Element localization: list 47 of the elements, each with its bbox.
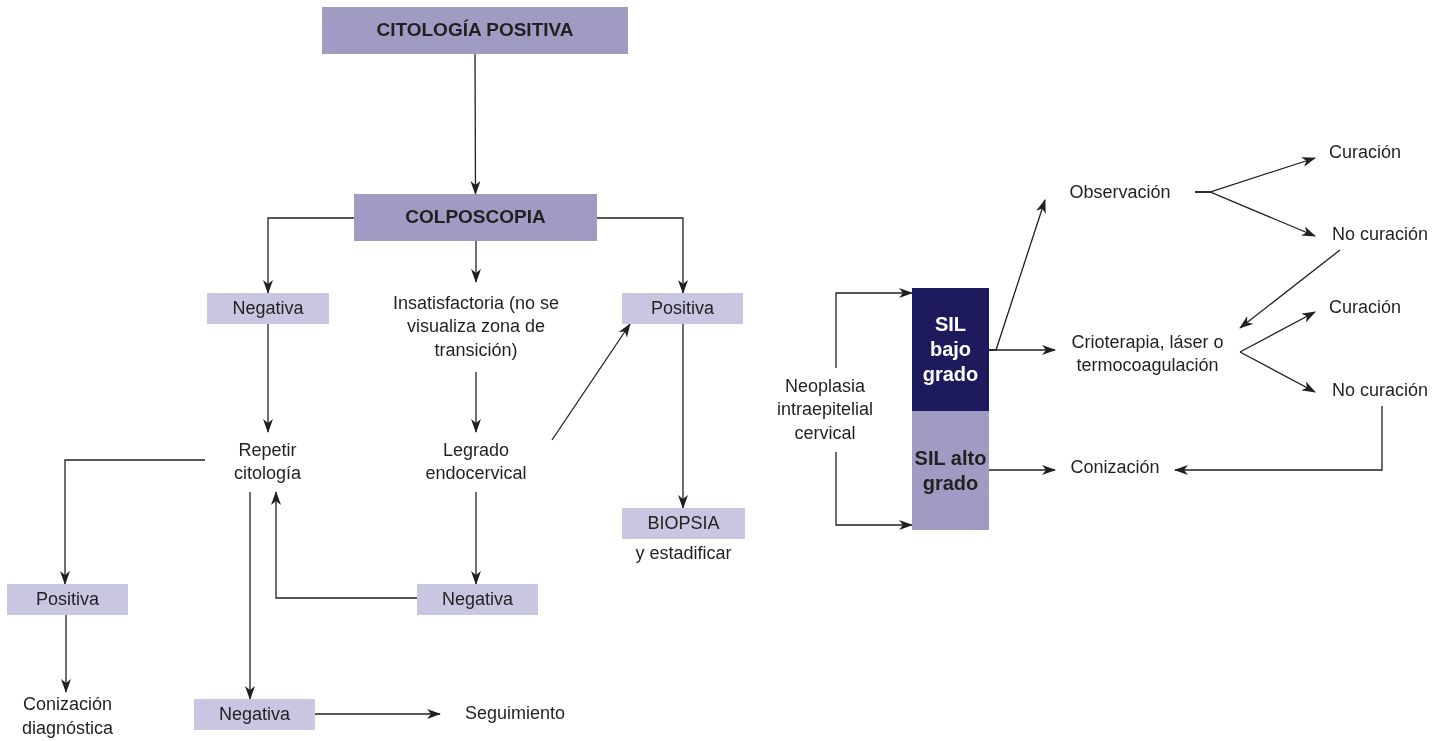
- grade-box: SIL alto grado: [912, 411, 989, 530]
- arrow: [1239, 311, 1316, 353]
- result-box: BIOPSIA: [622, 508, 745, 539]
- arrow: [1239, 249, 1341, 329]
- step-text: Legrado endocervical: [400, 432, 552, 492]
- arrow: [271, 491, 418, 599]
- arrow: [263, 323, 273, 433]
- arrow: [263, 217, 355, 294]
- arrow: [596, 217, 688, 294]
- arrow: [988, 345, 1056, 355]
- step-text: Neoplasia intraepitelial cervical: [764, 368, 886, 452]
- result-box: Negativa: [417, 584, 538, 615]
- arrow: [835, 451, 913, 530]
- step-text: Insatisfactoria (no se visualiza zona de transición): [390, 282, 562, 372]
- step-text: Observación: [1045, 178, 1195, 208]
- result-box: Negativa: [207, 293, 329, 324]
- result-box: Positiva: [622, 293, 743, 324]
- arrow: [1194, 191, 1316, 237]
- note-text: y estadificar: [634, 543, 733, 564]
- arrow: [471, 491, 481, 585]
- step-text: Seguimiento: [440, 699, 590, 729]
- step-text: Conización diagnóstica: [0, 692, 135, 741]
- arrow: [1239, 351, 1316, 393]
- result-box: Positiva: [7, 584, 128, 615]
- arrow: [471, 240, 481, 283]
- arrow: [551, 323, 631, 441]
- arrow: [60, 459, 206, 585]
- step-text: Crioterapia, láser o termocoagulación: [1055, 314, 1240, 394]
- arrow: [61, 614, 71, 693]
- arrow: [988, 465, 1056, 475]
- arrow: [471, 371, 481, 433]
- arrow: [470, 53, 481, 195]
- arrow: [314, 709, 441, 719]
- step-text: Repetir citología: [205, 432, 330, 492]
- grade-box: SIL bajo grado: [912, 288, 989, 411]
- arrow: [678, 323, 688, 509]
- step-text: No curación: [1315, 376, 1445, 406]
- arrow: [1174, 405, 1383, 475]
- step-text: Curación: [1315, 293, 1415, 323]
- arrow: [835, 288, 913, 369]
- step-text: Curación: [1315, 138, 1415, 168]
- process-box: COLPOSCOPIA: [354, 194, 597, 241]
- result-box: Negativa: [194, 699, 315, 730]
- step-text: Conización: [1055, 452, 1175, 484]
- process-box: CITOLOGÍA POSITIVA: [322, 7, 628, 54]
- step-text: No curación: [1315, 220, 1445, 250]
- arrow: [245, 491, 255, 700]
